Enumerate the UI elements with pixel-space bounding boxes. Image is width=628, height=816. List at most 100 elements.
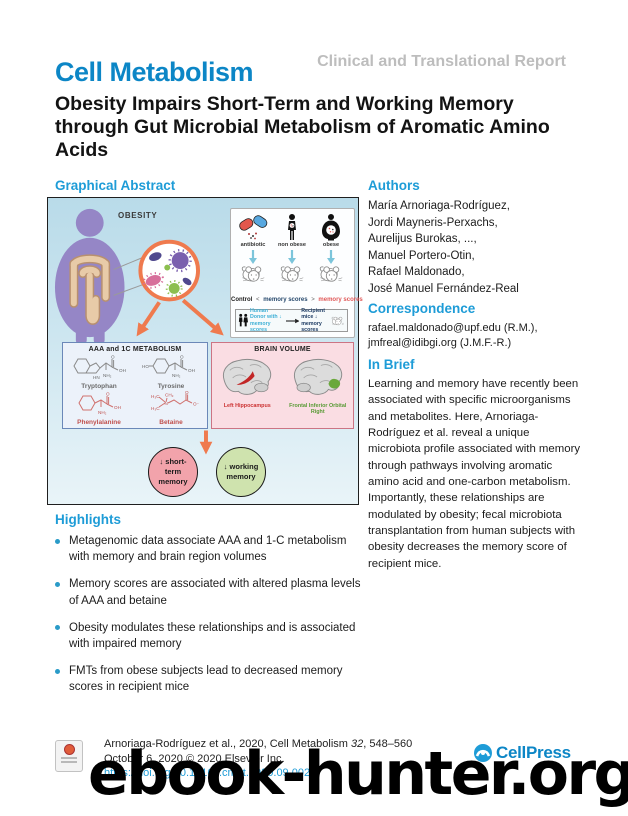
down-arrow-icon <box>288 250 296 264</box>
citation-block: Arnoriaga-Rodríguez et al., 2020, Cell M… <box>104 737 412 781</box>
in-brief-heading: In Brief <box>368 357 415 372</box>
highlight-item: Memory scores are associated with altere… <box>55 576 367 608</box>
correspondence-list: rafael.maldonado@upf.edu (R.M.), jmfreal… <box>368 321 538 351</box>
bullet-icon <box>55 625 60 631</box>
author-name: José Manuel Fernández-Real <box>368 282 519 295</box>
phenylalanine-structure-icon: NH₂ O OH <box>78 392 121 415</box>
antibiotic-label: antibiotic <box>240 242 266 248</box>
down-arrow-icon <box>249 250 257 264</box>
watermark-text: ebook-hunter.org <box>88 739 628 809</box>
author-name: Manuel Portero-Otin, <box>368 249 475 262</box>
obesity-figure-icon <box>54 208 125 346</box>
short-term-memory-outcome: ↓ short-term memory <box>148 447 198 497</box>
author-name: Jordi Mayneris-Perxachs, <box>368 216 498 229</box>
highlight-item: FMTs from obese subjects lead to decreas… <box>55 663 367 695</box>
brain-left-hippocampus-figure: Left Hippocampus <box>214 356 280 415</box>
obese-person-icon <box>322 213 340 240</box>
author-name: Rafael Maldonado, <box>368 266 465 278</box>
author-name: Aurelijus Burokas, ..., <box>368 233 477 245</box>
correspondence-email[interactable]: rafael.maldonado@upf.edu (R.M.), <box>368 322 538 334</box>
svg-text:CH₃: CH₃ <box>165 393 174 398</box>
brain-frontal-orbital-icon <box>293 358 342 395</box>
molecule-tryptophan: HN NH₂ O OH Tryptophan <box>63 354 135 390</box>
brain-volume-box: BRAIN VOLUME Left Hippocampus Fron <box>211 342 354 429</box>
svg-text:H₃C: H₃C <box>151 406 160 411</box>
brain-frontal-orbital-figure: Frontal Inferior Orbital Right <box>285 356 351 415</box>
fmt-experiment-box: antibiotic non obese <box>230 208 363 338</box>
authors-list: María Arnoriaga-Rodríguez, Jordi Mayneri… <box>368 198 519 297</box>
highlights-list: Metagenomic data associate AAA and 1-C m… <box>55 533 367 707</box>
graphical-abstract-heading: Graphical Abstract <box>55 178 176 193</box>
experiment-column-antibiotic: antibiotic <box>234 213 272 289</box>
experiment-column-non-obese: non obese <box>273 213 311 289</box>
right-arrow-icon <box>285 318 300 323</box>
experiment-column-obese: obese <box>312 213 350 289</box>
non-obese-label: non obese <box>278 242 306 248</box>
svg-text:HO: HO <box>142 364 149 369</box>
metabolism-box: AAA and 1C METABOLISM HN NH₂ O OH <box>62 342 208 429</box>
gut-icon <box>69 254 111 325</box>
svg-text:O: O <box>180 355 184 360</box>
molecule-tyrosine: HO NH₂ O OH Tyrosine <box>135 354 207 391</box>
svg-text:O: O <box>106 392 110 397</box>
svg-text:NH₂: NH₂ <box>98 410 107 415</box>
svg-text:H₃C: H₃C <box>151 394 160 399</box>
svg-text:O: O <box>185 390 189 395</box>
journal-title: Cell Metabolism <box>55 57 254 87</box>
mouse-icon <box>279 264 305 284</box>
svg-text:O: O <box>111 355 115 360</box>
article-title: Obesity Impairs Short-Term and Working M… <box>55 93 550 161</box>
svg-text:N: N <box>165 401 168 406</box>
graphical-abstract-art <box>54 208 224 455</box>
svg-text:OH: OH <box>188 368 195 373</box>
highlight-item: Metagenomic data associate AAA and 1-C m… <box>55 533 367 565</box>
svg-text:O⁻: O⁻ <box>193 402 200 407</box>
human-donors-icon <box>238 313 248 327</box>
obesity-label: OBESITY <box>118 211 158 220</box>
microbiome-circle-icon <box>138 239 201 302</box>
highlight-item: Obesity modulates these relationships an… <box>55 620 367 652</box>
fmt-legend: Human Donor with ↓ memory scores Recipie… <box>235 307 348 333</box>
recipient-text: Recipient mice ↓ memory scores <box>301 307 326 333</box>
svg-text:HN: HN <box>93 375 100 380</box>
betaine-structure-icon: H₃C H₃C CH₃ N O O⁻ <box>151 390 200 411</box>
in-brief-text: Learning and memory have recently been a… <box>368 378 581 570</box>
obese-label: obese <box>322 242 340 248</box>
molecule-betaine: H₃C H₃C CH₃ N O O⁻ Betaine <box>135 390 207 426</box>
check-for-updates-badge[interactable] <box>55 740 83 772</box>
tyrosine-structure-icon: HO NH₂ O OH <box>142 355 195 379</box>
memory-score-comparison: Control < memory scores > memory scores <box>231 297 363 303</box>
doi-link[interactable]: https://doi.org/10.1016/j.cmet.2020.09.0… <box>104 767 311 779</box>
mouse-icon <box>318 264 344 284</box>
correspondence-email[interactable]: jmfreal@idibgi.org (J.M.F.-R.) <box>368 337 512 349</box>
correspondence-heading: Correspondence <box>368 301 476 316</box>
flow-arrows <box>136 298 224 455</box>
antibiotic-icon <box>239 215 268 240</box>
non-obese-person-icon <box>288 213 296 240</box>
brain-hippocampus-icon <box>223 358 272 395</box>
brain-box-title: BRAIN VOLUME <box>254 346 311 353</box>
tryptophan-structure-icon: HN NH₂ O OH <box>73 355 126 380</box>
bullet-icon <box>55 538 60 544</box>
mouse-icon <box>331 315 345 327</box>
metabolism-box-title: AAA and 1C METABOLISM <box>88 346 182 353</box>
svg-text:OH: OH <box>114 405 121 410</box>
citation-line: Arnoriaga-Rodríguez et al., 2020, Cell M… <box>104 738 413 750</box>
svg-text:OH: OH <box>119 368 126 373</box>
report-type-label: Clinical and Translational Report <box>317 53 566 70</box>
mouse-icon <box>240 264 266 284</box>
molecule-phenylalanine: NH₂ O OH Phenylalanine <box>63 390 135 427</box>
working-memory-outcome: ↓ working memory <box>216 447 266 497</box>
author-name: María Arnoriaga-Rodríguez, <box>368 200 510 212</box>
svg-text:NH₂: NH₂ <box>172 373 181 378</box>
graphical-abstract-panel: OBESITY antibiotic <box>47 197 363 505</box>
down-arrow-icon <box>327 250 335 264</box>
bullet-icon <box>55 668 60 674</box>
authors-heading: Authors <box>368 178 420 193</box>
copyright-line: October 6, 2020 © 2020 Elsevier Inc. <box>104 752 285 765</box>
cellpress-wordmark: CellPress <box>496 743 571 762</box>
cellpress-mark-icon <box>474 744 492 762</box>
cellpress-logo: CellPress <box>473 743 571 763</box>
donor-text: Human Donor with ↓ memory scores <box>249 307 282 333</box>
bullet-icon <box>55 581 60 587</box>
